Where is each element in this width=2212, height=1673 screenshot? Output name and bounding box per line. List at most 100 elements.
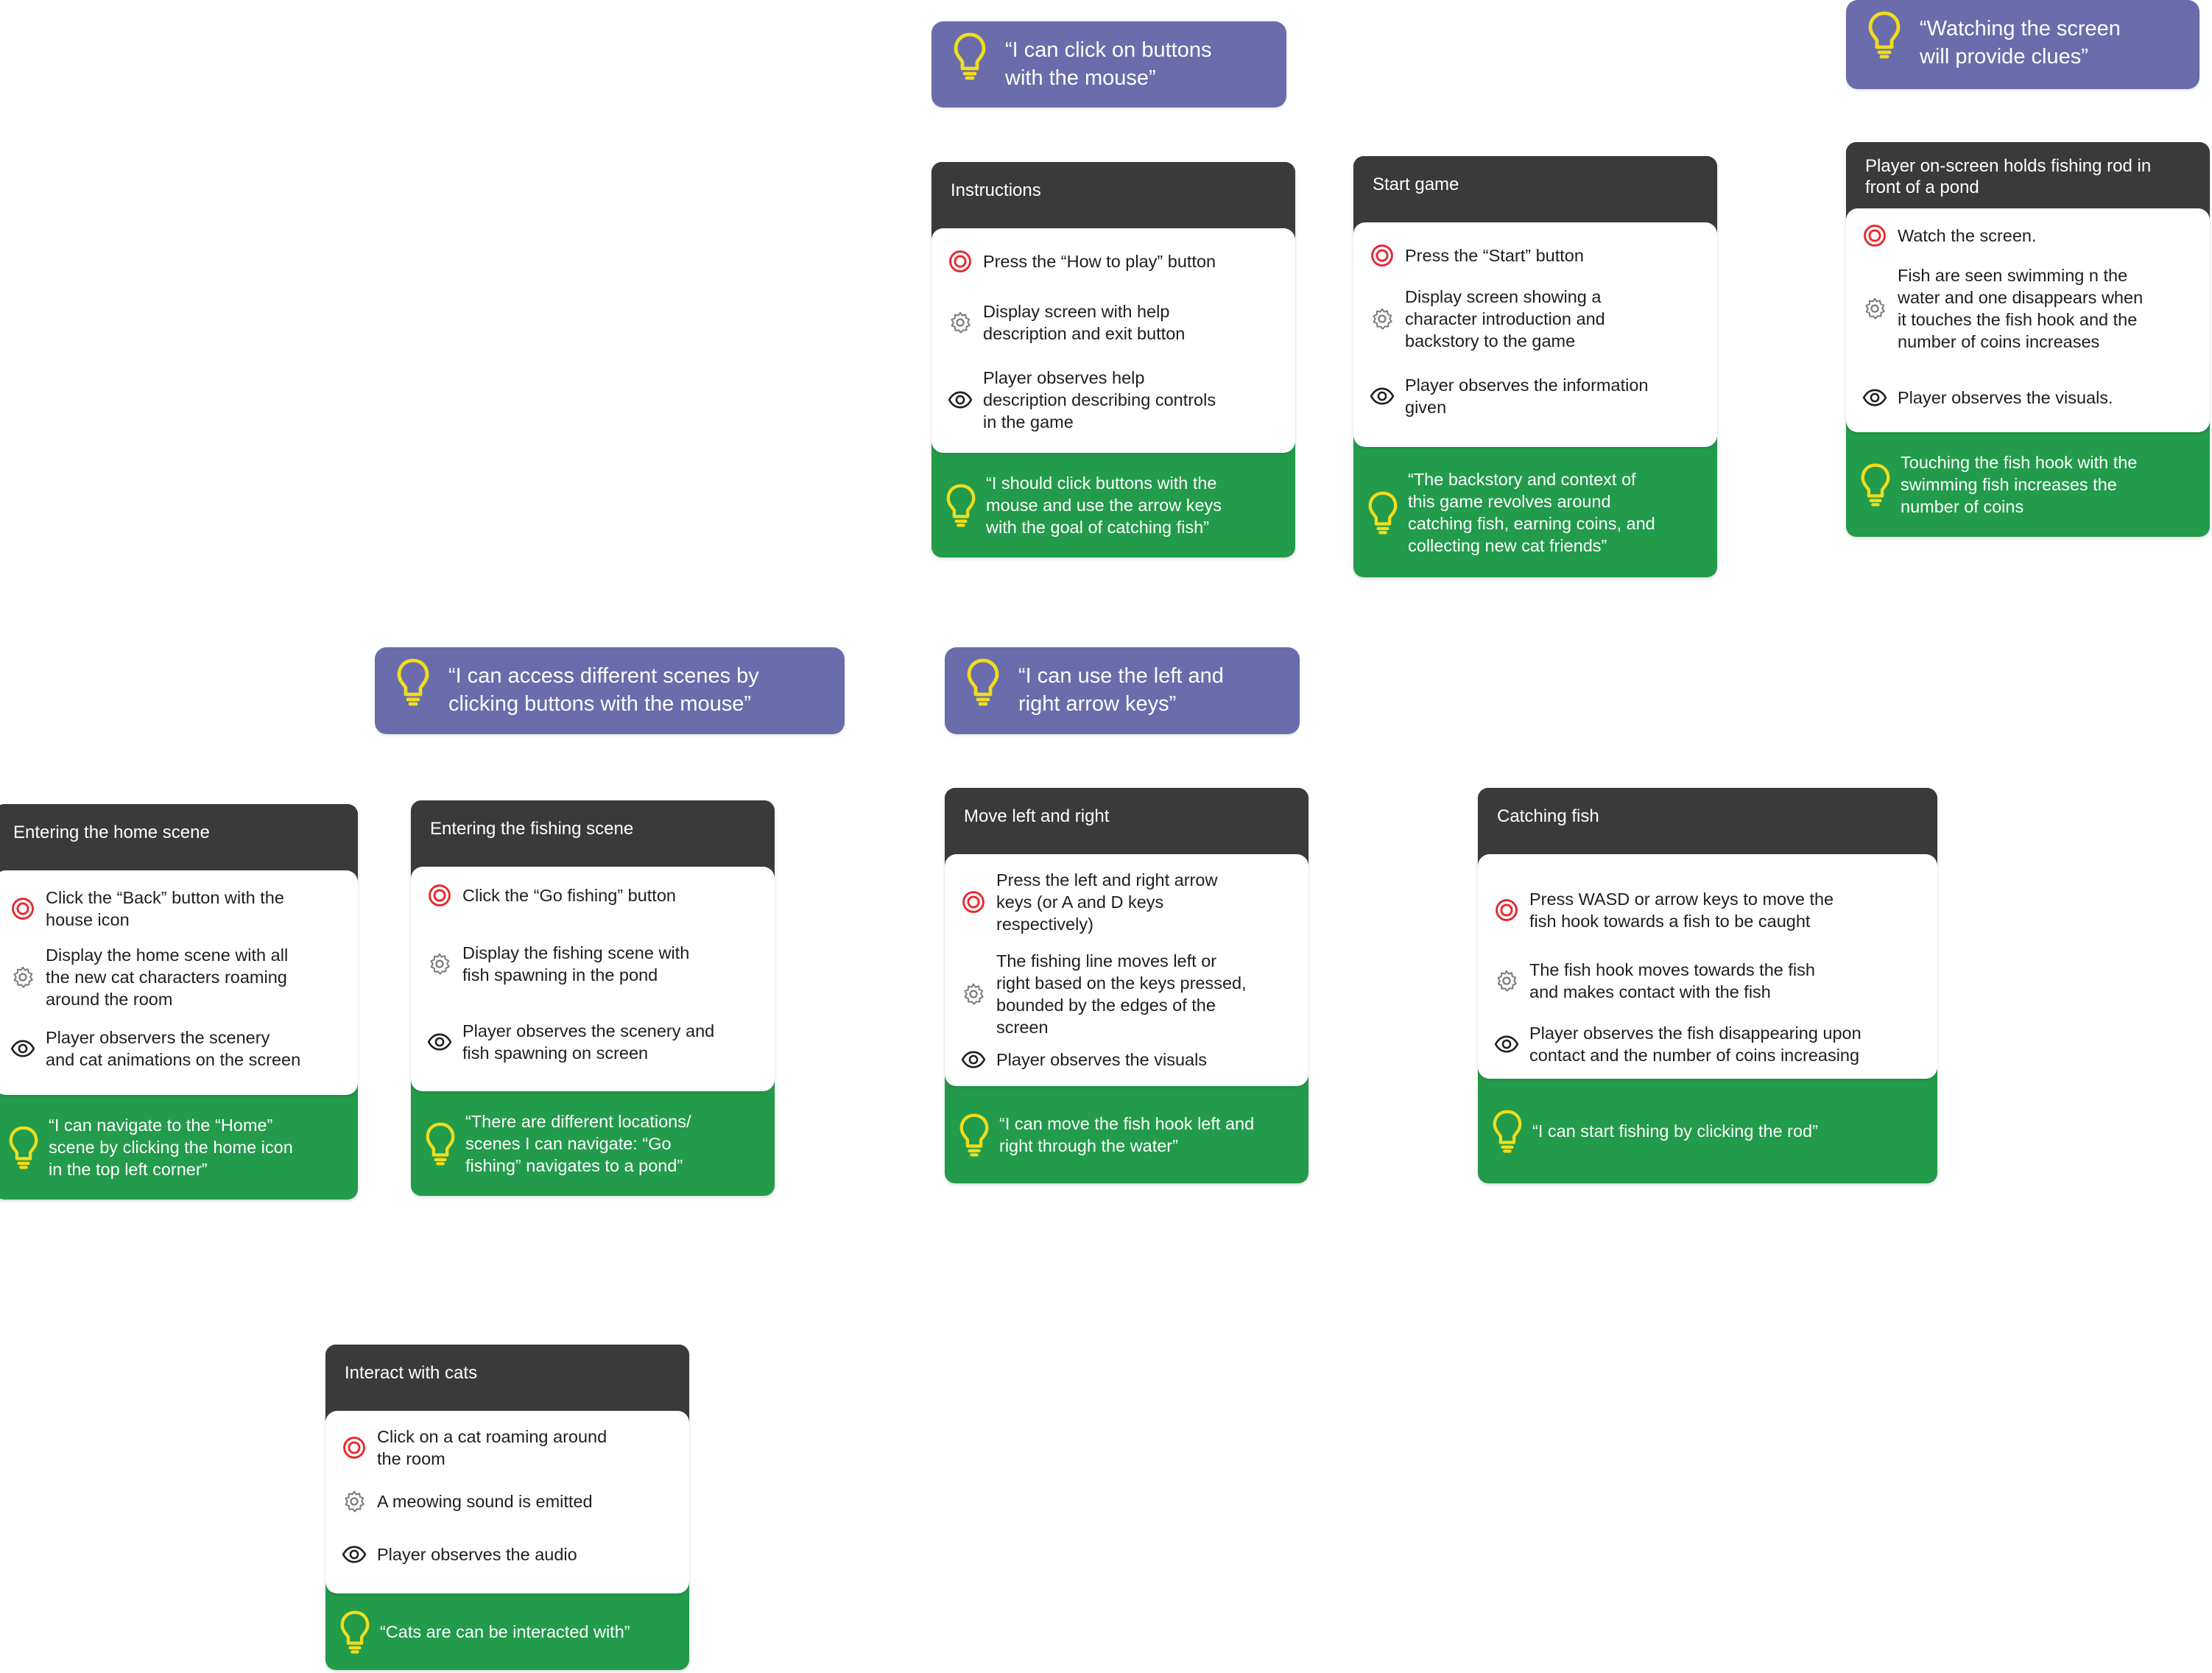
system-text: The fish hook moves towards the fish and…: [1529, 960, 1815, 1001]
lightbulb-icon: [9, 1126, 38, 1169]
target-icon: [1864, 225, 1886, 247]
action-row: Click on a cat roaming around the room: [342, 1426, 676, 1470]
card-insight: Touching the fish hook with the swimming…: [1846, 432, 2210, 537]
observe-row: Player observes the scenery and fish spa…: [427, 1020, 761, 1064]
action-text: Press the left and right arrow keys (or …: [996, 870, 1218, 934]
gear-icon: [1373, 308, 1392, 330]
card-insight: “The backstory and context of this game …: [1353, 447, 1717, 577]
action-text: Press the “How to play” button: [983, 252, 1216, 271]
observe-row: Player observes help description describ…: [948, 367, 1282, 433]
lightbulb-icon: [397, 658, 429, 706]
lightbulb-icon: [967, 658, 999, 706]
action-row: Click the “Back” button with the house i…: [10, 887, 345, 931]
observe-text: Player observes the information given: [1405, 376, 1649, 417]
observe-text: Player observes the fish disappearing up…: [1529, 1024, 1861, 1065]
insight-header-click-buttons[interactable]: “I can click on buttons with the mouse”: [931, 21, 1286, 108]
card-body: Press the left and right arrow keys (or …: [945, 854, 1308, 1086]
observe-row: Player observes the information given: [1370, 374, 1704, 418]
gear-icon: [345, 1490, 364, 1512]
observe-text: Player observes the visuals: [996, 1050, 1208, 1069]
insight-text: “The backstory and context of this game …: [1408, 469, 1655, 555]
observe-row: Player observes the fish disappearing up…: [1494, 1022, 1924, 1066]
lightbulb-icon: [946, 484, 976, 527]
insight-text: “Cats are can be interacted with”: [380, 1622, 630, 1641]
card-body: Press WASD or arrow keys to move the fis…: [1478, 854, 1937, 1079]
insight-text: “I can access different scenes by clicki…: [448, 664, 759, 716]
action-row: Press WASD or arrow keys to move the fis…: [1494, 888, 1924, 932]
target-icon: [12, 898, 34, 920]
action-row: Press the left and right arrow keys (or …: [961, 869, 1295, 935]
insight-text: “I can move the fish hook left and right…: [999, 1114, 1255, 1155]
card-player-on-screen[interactable]: Player on-screen holds fishing rod in fr…: [1846, 142, 2210, 537]
action-row: Press the “How to play” button: [948, 249, 1282, 274]
card-interact-cats[interactable]: Interact with cats Click on a cat roamin…: [325, 1345, 689, 1670]
observe-text: Player observes help description describ…: [983, 368, 1216, 432]
card-home-scene[interactable]: Entering the home scene Click the “Back”…: [0, 804, 358, 1200]
system-text: A meowing sound is emitted: [377, 1492, 593, 1511]
observe-text: Player observes the scenery and fish spa…: [462, 1021, 715, 1063]
gear-icon: [1497, 970, 1517, 992]
eye-icon: [961, 1051, 986, 1068]
gear-icon: [1865, 297, 1885, 320]
card-fishing-scene[interactable]: Entering the fishing scene Click the “Go…: [411, 800, 775, 1196]
action-text: Press WASD or arrow keys to move the fis…: [1529, 890, 1834, 931]
system-row: Fish are seen swimming n the water and o…: [1862, 264, 2197, 353]
system-row: Display screen with help description and…: [948, 300, 1282, 345]
card-insight: “I can move the fish hook left and right…: [945, 1086, 1308, 1183]
system-text: Display the home scene with all the new …: [46, 945, 289, 1009]
card-body: Press the “Start” button Display screen …: [1353, 222, 1717, 447]
target-icon: [1371, 244, 1393, 267]
card-body: Click the “Go fishing” button Display th…: [411, 867, 775, 1091]
card-insight: “I should click buttons with the mouse a…: [931, 453, 1295, 557]
target-icon: [949, 250, 971, 272]
insight-text: “I can navigate to the “Home” scene by c…: [49, 1116, 293, 1179]
insight-header-arrow-keys[interactable]: “I can use the left and right arrow keys…: [945, 647, 1300, 734]
eye-icon: [1494, 1035, 1519, 1053]
system-text: The fishing line moves left or right bas…: [996, 951, 1247, 1037]
card-catching-fish[interactable]: Catching fish Press WASD or arrow keys t…: [1478, 788, 1937, 1183]
insight-text: “There are different locations/ scenes I…: [465, 1112, 691, 1175]
action-row: Watch the screen.: [1862, 223, 2197, 248]
eye-icon: [427, 1033, 452, 1051]
card-move-left-right[interactable]: Move left and right Press the left and r…: [945, 788, 1308, 1183]
system-row: The fish hook moves towards the fish and…: [1494, 959, 1924, 1003]
system-row: The fishing line moves left or right bas…: [961, 950, 1295, 1038]
insight-text: “Watching the screen will provide clues”: [1920, 17, 2121, 68]
eye-icon: [948, 391, 973, 409]
eye-icon: [1862, 389, 1887, 406]
target-icon: [962, 891, 985, 913]
target-icon: [1496, 899, 1518, 921]
action-row: Press the “Start” button: [1370, 243, 1704, 268]
card-start-game[interactable]: Start game Press the “Start” button Disp…: [1353, 156, 1717, 577]
system-text: Display the fishing scene with fish spaw…: [462, 943, 690, 985]
lightbulb-icon: [954, 32, 986, 80]
insight-header-access-scenes[interactable]: “I can access different scenes by clicki…: [375, 647, 845, 734]
insight-header-watching-screen[interactable]: “Watching the screen will provide clues”: [1846, 0, 2199, 89]
action-text: Press the “Start” button: [1405, 246, 1584, 265]
lightbulb-icon: [1861, 463, 1890, 507]
insight-text: “I should click buttons with the mouse a…: [986, 473, 1222, 537]
action-text: Watch the screen.: [1898, 226, 2037, 245]
lightbulb-icon: [959, 1113, 989, 1157]
system-row: Display the home scene with all the new …: [10, 944, 345, 1010]
action-text: Click on a cat roaming around the room: [377, 1427, 607, 1468]
lightbulb-icon: [1368, 490, 1398, 534]
action-text: Click the “Back” button with the house i…: [46, 888, 284, 929]
system-text: Display screen with help description and…: [983, 302, 1186, 343]
eye-icon: [1370, 387, 1395, 405]
insight-text: “I can click on buttons with the mouse”: [1005, 38, 1212, 90]
observe-row: Player observers the scenery and cat ani…: [10, 1026, 345, 1071]
system-row: A meowing sound is emitted: [342, 1489, 676, 1514]
observe-text: Player observes the visuals.: [1898, 388, 2113, 407]
system-row: Display screen showing a character intro…: [1370, 286, 1704, 352]
card-instructions[interactable]: Instructions Press the “How to play” but…: [931, 162, 1295, 557]
observe-row: Player observes the visuals: [961, 1047, 1295, 1072]
insight-text: “I can start fishing by clicking the rod…: [1532, 1121, 1818, 1141]
target-icon: [429, 884, 451, 906]
system-text: Display screen showing a character intro…: [1405, 287, 1605, 351]
card-insight: “Cats are can be interacted with”: [325, 1593, 689, 1670]
system-row: Display the fishing scene with fish spaw…: [427, 942, 761, 986]
gear-icon: [13, 966, 33, 988]
eye-icon: [10, 1040, 35, 1057]
